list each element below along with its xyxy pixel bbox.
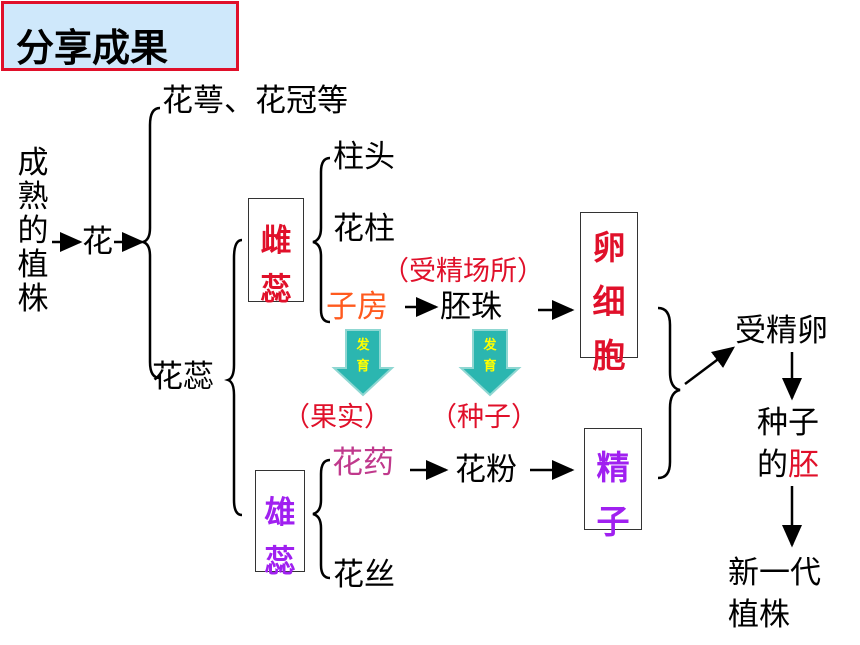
- pistil-stamen-label: 花蕊: [152, 359, 214, 395]
- anther-label: 花药: [332, 445, 394, 481]
- char: 植: [17, 247, 49, 283]
- char: 育: [483, 359, 497, 374]
- ovary-label: 子房: [326, 289, 388, 325]
- sepal-petal-label: 花萼、花冠等: [162, 83, 348, 119]
- develop-arrow-1: [331, 329, 395, 397]
- sperm-box: 精 子: [584, 428, 642, 541]
- seed-label: （种子）: [430, 402, 538, 433]
- develop-arrow-2-label: 发 育: [480, 338, 500, 374]
- new-gen-line1: 新一代: [728, 555, 821, 591]
- char: 株: [17, 281, 49, 317]
- egg-char-3: 胞: [592, 336, 626, 375]
- stigma-label: 柱头: [333, 139, 395, 175]
- sperm-char-1: 精: [596, 448, 630, 487]
- bracket-pistil-stamen: [224, 238, 243, 517]
- char: 发: [356, 338, 370, 353]
- pistil-char-1: 雌: [260, 223, 292, 259]
- page-title: 分享成果: [16, 26, 169, 70]
- egg-cell-box: 卵 细 胞: [580, 212, 638, 375]
- develop-arrow-1-label: 发 育: [353, 338, 373, 374]
- zygote-label: 受精卵: [735, 313, 828, 349]
- bracket-pistil: [312, 156, 331, 324]
- egg-char-1: 卵: [592, 228, 626, 267]
- flower-label: 花: [82, 224, 113, 260]
- arrow-to-zygote: [684, 346, 735, 385]
- style-label: 花柱: [333, 211, 395, 247]
- bracket-stamen: [312, 458, 331, 580]
- embryo-word: 胚: [788, 447, 819, 483]
- char: 育: [356, 359, 370, 374]
- stamen-char-2: 蕊: [264, 544, 296, 580]
- title-box: 分享成果: [1, 1, 239, 71]
- fruit-label: （果实）: [283, 402, 391, 433]
- new-gen-line2: 植株: [728, 597, 790, 633]
- stamen-char-1: 雄: [264, 495, 296, 531]
- bracket-flower: [138, 106, 161, 380]
- pistil-char-2: 蕊: [260, 272, 292, 308]
- char: 成: [17, 145, 49, 181]
- embryo-line2: 的胚: [757, 450, 819, 481]
- stamen-box: 雄 蕊: [255, 470, 305, 580]
- mature-plant-label: 成 熟 的 植 株: [16, 146, 50, 316]
- egg-char-2: 细: [592, 282, 626, 321]
- fertilization-site-label: （受精场所）: [382, 256, 544, 287]
- ovule-label: 胚珠: [440, 289, 502, 325]
- develop-arrow-2: [458, 329, 522, 397]
- sperm-char-2: 子: [596, 502, 630, 541]
- pollen-label: 花粉: [455, 452, 517, 488]
- char: 的: [17, 213, 49, 249]
- embryo-of: 的: [757, 447, 788, 483]
- brace-fertilization: [657, 306, 681, 480]
- pistil-box: 雌 蕊: [248, 198, 304, 308]
- char: 发: [483, 338, 497, 353]
- embryo-line1: 种子: [757, 405, 819, 441]
- filament-label: 花丝: [333, 557, 395, 593]
- char: 熟: [17, 179, 49, 215]
